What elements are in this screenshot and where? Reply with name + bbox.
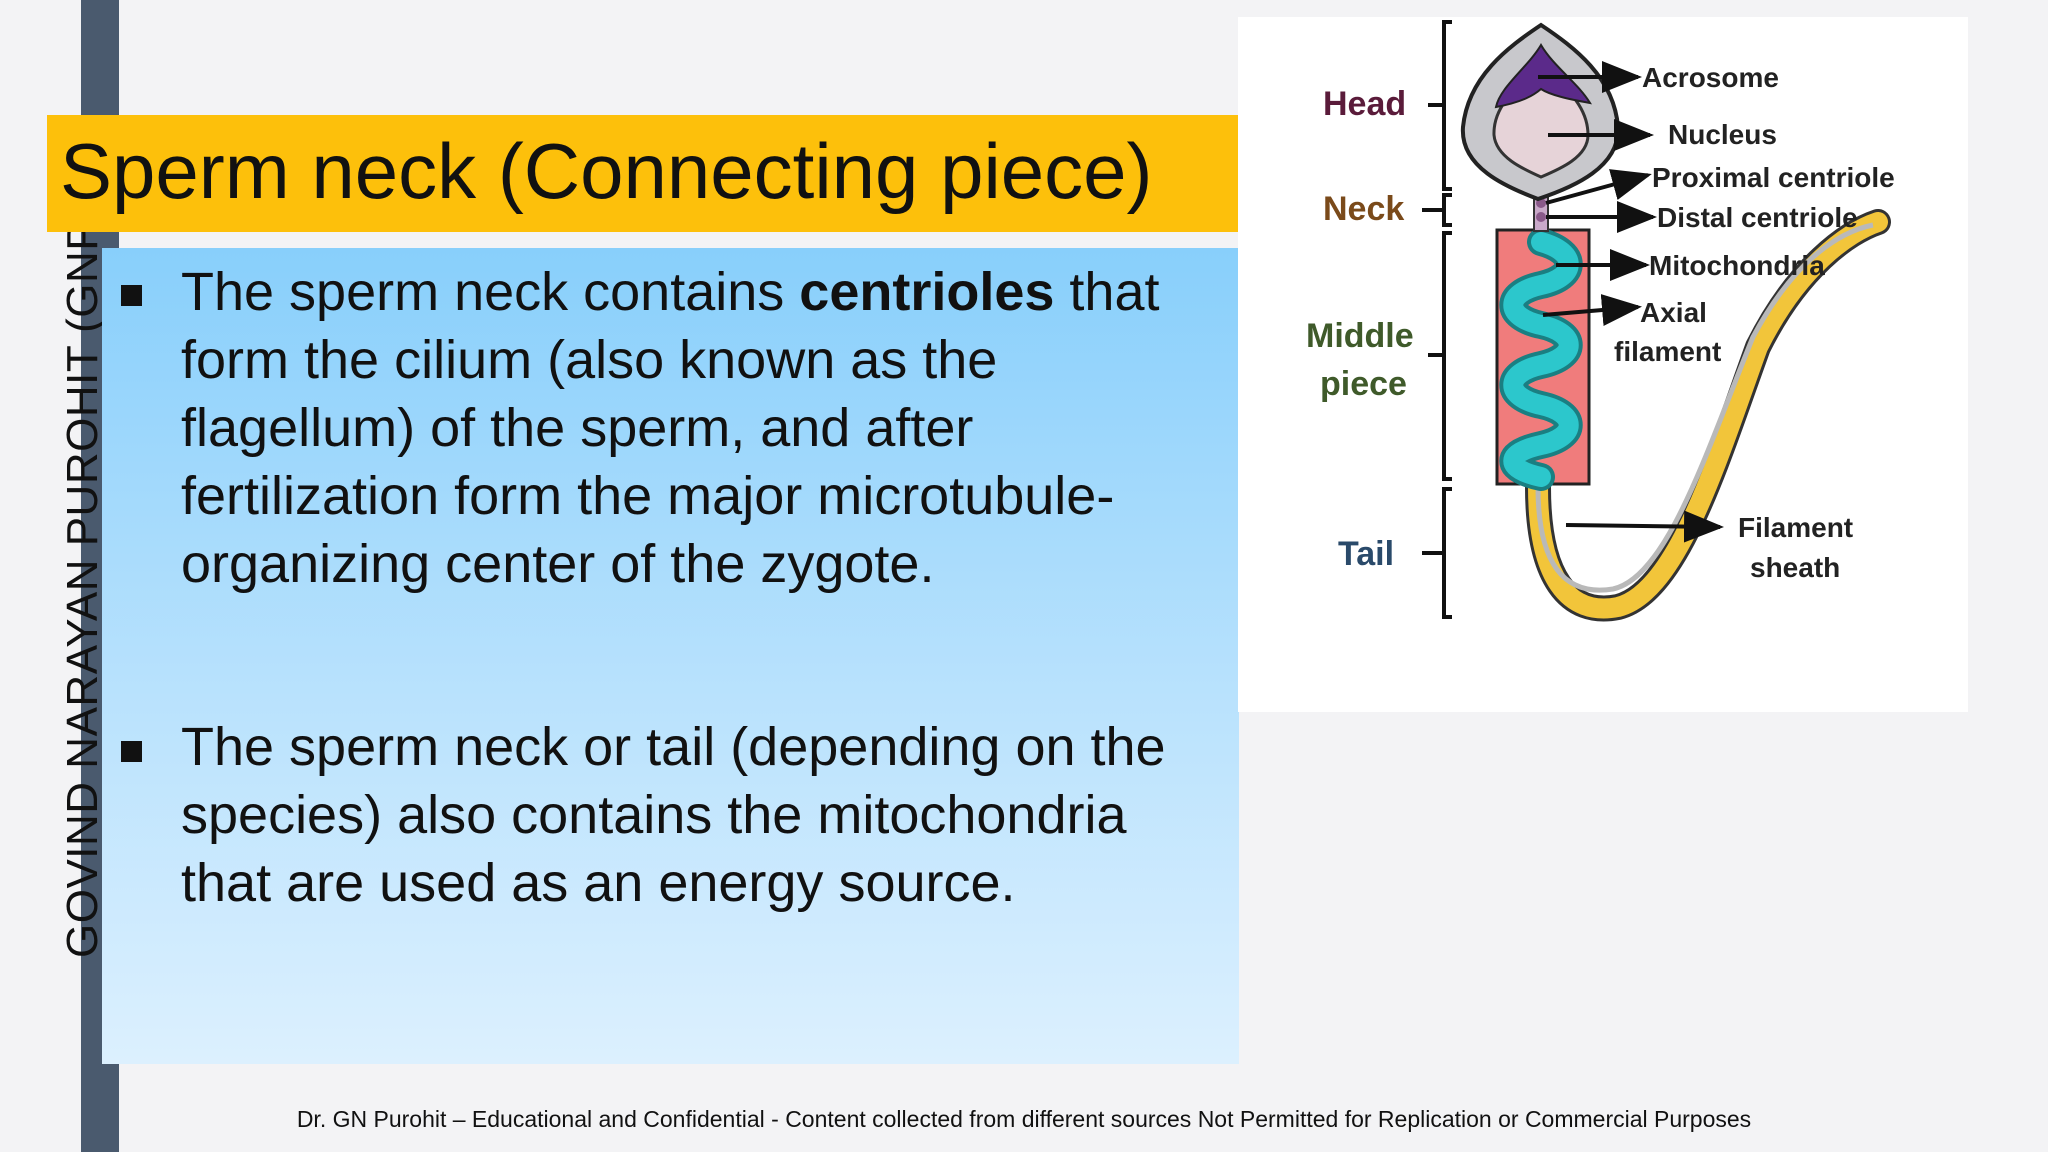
part-label-acrosome: Acrosome bbox=[1642, 62, 1779, 93]
bullet-text-1: The sperm neck contains centrioles that … bbox=[181, 258, 1231, 598]
content-box bbox=[102, 248, 1239, 1064]
vertical-author-label: GOVIND NARAYAN PUROHIT (GNP Sir) bbox=[58, 138, 107, 959]
distal-centriole-dot bbox=[1536, 212, 1546, 222]
region-label-neck: Neck bbox=[1323, 190, 1404, 228]
tail-bracket bbox=[1422, 487, 1452, 619]
part-label-proximal-centriole: Proximal centriole bbox=[1652, 162, 1895, 193]
head-bracket bbox=[1428, 20, 1452, 191]
arrow-proximal-centriole bbox=[1545, 169, 1652, 205]
bullet-1-post: that form the cilium (also known as the … bbox=[181, 262, 1160, 594]
bullet-2-text: The sperm neck or tail (depending on the… bbox=[181, 717, 1166, 913]
part-label-filament-2: sheath bbox=[1750, 552, 1840, 583]
part-label-nucleus: Nucleus bbox=[1668, 119, 1777, 150]
part-label-filament-1: Filament bbox=[1738, 512, 1853, 543]
arrow-axial-filament bbox=[1542, 294, 1642, 326]
tail-axial-core bbox=[1535, 222, 1874, 593]
slide-title: Sperm neck (Connecting piece) bbox=[60, 127, 1153, 215]
region-label-middle-1: Middle bbox=[1306, 317, 1414, 355]
footer-disclaimer: Dr. GN Purohit – Educational and Confide… bbox=[296, 1106, 1752, 1132]
bullet-marker-1 bbox=[121, 285, 142, 306]
bullet-marker-2 bbox=[121, 741, 142, 762]
bullet-text-2: The sperm neck or tail (depending on the… bbox=[181, 713, 1231, 917]
middle-bracket bbox=[1428, 231, 1452, 481]
mitochondria-helix-fill bbox=[1503, 232, 1579, 487]
bullet-1-pre: The sperm neck contains bbox=[181, 262, 800, 322]
bullet-1-bold: centrioles bbox=[799, 262, 1055, 322]
part-label-axial-1: Axial bbox=[1640, 297, 1707, 328]
arrow-filament-sheath bbox=[1565, 510, 1724, 543]
part-label-mitochondria: Mitochondria bbox=[1649, 250, 1825, 281]
part-label-axial-2: filament bbox=[1614, 336, 1721, 367]
region-label-middle-2: piece bbox=[1320, 365, 1407, 403]
region-label-tail: Tail bbox=[1338, 535, 1394, 573]
part-label-distal-centriole: Distal centriole bbox=[1657, 202, 1858, 233]
region-label-head: Head bbox=[1323, 85, 1406, 123]
neck-bracket bbox=[1422, 193, 1452, 227]
title-band bbox=[47, 115, 1239, 232]
sperm-diagram: Head Neck Middle piece Tail Acrosome Nuc… bbox=[1306, 20, 1895, 622]
sperm-diagram-panel: Head Neck Middle piece Tail Acrosome Nuc… bbox=[1238, 17, 1968, 712]
